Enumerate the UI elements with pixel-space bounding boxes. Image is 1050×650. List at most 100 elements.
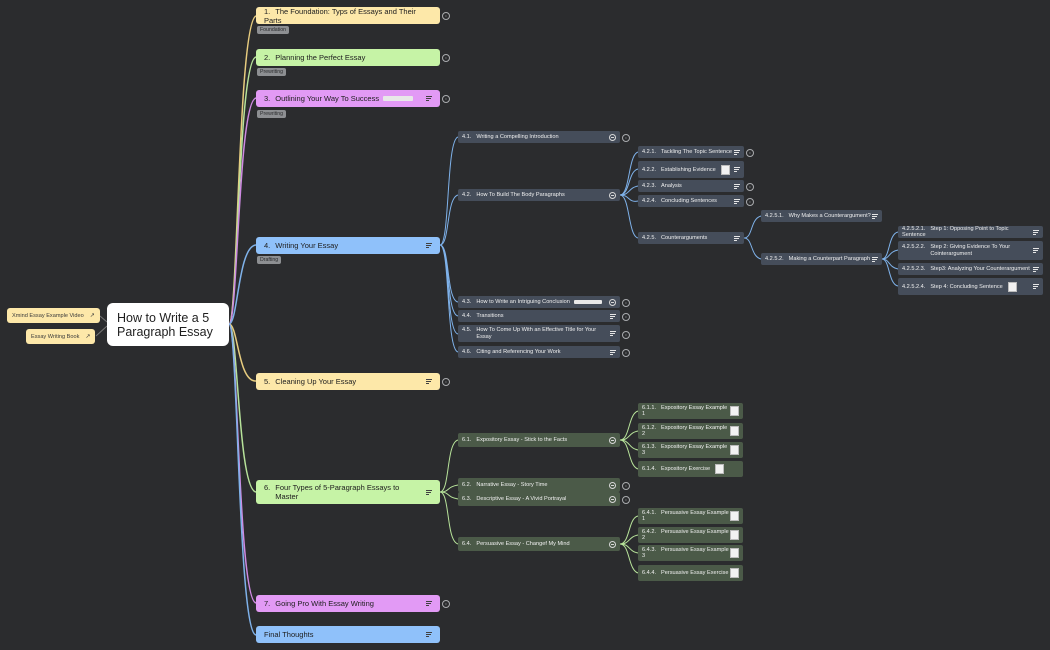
subtopic-number: 6.2. [462,482,472,488]
subtopic-4-4[interactable]: 4.4.Transitions [458,310,620,322]
collapse-icon[interactable] [609,540,616,548]
notes-icon[interactable] [734,167,740,173]
subtopic-6-1[interactable]: 6.1.Expository Essay - Stick to the Fact… [458,433,620,447]
subtopic-6-1-4[interactable]: 6.1.4.Expository Exercise [638,461,743,477]
comment-icon[interactable]: • [746,149,754,157]
topic-final[interactable]: Final Thoughts [256,626,440,643]
image-thumbnail[interactable] [715,464,725,474]
notes-icon[interactable] [1033,229,1039,235]
comment-icon[interactable]: • [746,183,754,191]
subtopic-4-2-2[interactable]: 4.2.2.Establishing Evidence [638,161,744,178]
comment-icon[interactable]: • [622,482,630,490]
subtopic-label: Making a Counterpart Paragraph [788,256,871,262]
topic-number: 2. [264,53,271,62]
collapse-icon[interactable] [609,298,616,306]
comment-icon[interactable]: • [442,54,450,62]
subtopic-6-4[interactable]: 6.4.Persuasive Essay - Changef My Mind [458,537,620,551]
subtopic-6-4-1[interactable]: 6.4.1.Persuasive Essay Example 1 [638,508,743,524]
image-thumbnail[interactable] [730,426,739,436]
comment-icon[interactable]: • [622,299,630,307]
notes-icon[interactable] [426,96,432,102]
topic-4[interactable]: 4.Writing Your Essay [256,237,440,254]
subtopic-6-1-3[interactable]: 6.1.3.Expository Essay Example 3 [638,442,743,458]
subtopic-number: 4.2.5. [642,235,656,241]
comment-icon[interactable]: • [442,378,450,386]
root-topic[interactable]: How to Write a 5 Paragraph Essay [107,303,229,346]
comment-icon[interactable]: • [442,600,450,608]
collapse-icon[interactable] [609,481,616,489]
subtopic-6-1-2[interactable]: 6.1.2.Expository Essay Example 2 [638,423,743,439]
subtopic-4-2[interactable]: 4.2.How To Build The Body Paragraphs [458,189,620,201]
image-thumbnail[interactable] [730,568,739,578]
subtopic-4-2-5[interactable]: 4.2.5.Counterarguments [638,232,744,244]
image-thumbnail[interactable] [720,164,730,175]
notes-icon[interactable] [610,331,616,337]
notes-icon[interactable] [426,379,432,385]
notes-icon[interactable] [1033,248,1039,254]
subtopic-4-2-1[interactable]: 4.2.1.Tackling The Topic Sentence [638,146,744,158]
image-thumbnail[interactable] [730,445,739,455]
subtopic-step-4[interactable]: 4.2.5.2.4.Step 4: Concluding Sentence [898,278,1043,295]
notes-icon[interactable] [1033,266,1039,272]
subtopic-6-4-3[interactable]: 6.4.3.Persuasive Essay Example 3 [638,545,743,561]
notes-icon[interactable] [610,313,616,319]
notes-icon[interactable] [426,243,432,249]
image-thumbnail[interactable] [730,406,739,416]
topic-5[interactable]: 5.Cleaning Up Your Essay [256,373,440,390]
subtopic-4-2-4[interactable]: 4.2.4.Concluding Sentences [638,195,744,207]
image-thumbnail[interactable] [730,548,739,558]
subtopic-6-1-1[interactable]: 6.1.1.Expository Essay Example 1 [638,403,743,419]
link-xmind-video[interactable]: Xmind Essay Example Video ↗ [7,308,100,323]
comment-icon[interactable]: • [622,331,630,339]
comment-icon[interactable]: • [622,313,630,321]
link-essay-book[interactable]: Essay Writing Book ↗ [26,329,96,344]
subtopic-4-1[interactable]: 4.1.Writing a Compelling Introduction [458,131,620,143]
subtopic-4-2-5-2[interactable]: 4.2.5.2.Making a Counterpart Paragraph [761,253,882,265]
subtopic-4-5[interactable]: 4.5.How To Come Up With an Effective Tit… [458,325,620,342]
notes-icon[interactable] [872,213,878,219]
collapse-icon[interactable] [609,191,616,199]
comment-icon[interactable]: • [442,12,450,20]
notes-icon[interactable] [426,489,432,495]
subtopic-step-2[interactable]: 4.2.5.2.2.Step 2: Giving Evidence To You… [898,241,1043,260]
subtopic-step-1[interactable]: 4.2.5.2.1.Step 1: Opposing Point to Topi… [898,226,1043,238]
subtopic-6-4-4[interactable]: 6.4.4.Persuasive Essay Exercise [638,565,743,581]
comment-icon[interactable]: • [622,496,630,504]
subtopic-6-3[interactable]: 6.3.Descriptive Essay - A Vivid Portraya… [458,492,620,506]
notes-icon[interactable] [426,632,432,638]
collapse-icon[interactable] [609,495,616,503]
subtopic-4-3[interactable]: 4.3.How to Write an Intriguing Conclusio… [458,296,620,308]
topic-6[interactable]: 6.Four Types of 5-Paragraph Essays to Ma… [256,480,440,504]
image-thumbnail[interactable] [1007,281,1017,292]
external-link-icon: ↗ [85,334,91,340]
notes-icon[interactable] [426,601,432,607]
image-thumbnail[interactable] [573,300,602,304]
notes-icon[interactable] [610,349,616,355]
subtopic-step-3[interactable]: 4.2.5.2.3.Step3: Analyzing Your Countera… [898,263,1043,275]
notes-icon[interactable] [734,198,740,204]
subtopic-4-2-5-1[interactable]: 4.2.5.1.Why Makes a Counterargument? [761,210,882,222]
collapse-icon[interactable] [609,133,616,141]
topic-2[interactable]: 2.Planning the Perfect Essay [256,49,440,66]
topic-3[interactable]: 3.Outlining Your Way To Success [256,90,440,107]
notes-icon[interactable] [734,235,740,241]
comment-icon[interactable]: • [622,134,630,142]
comment-icon[interactable]: • [622,349,630,357]
subtopic-6-4-2[interactable]: 6.4.2.Persuasive Essay Example 2 [638,527,743,543]
subtopic-6-2[interactable]: 6.2.Narrative Essay - Story Time [458,478,620,492]
comment-icon[interactable]: • [442,95,450,103]
subtopic-4-6[interactable]: 4.6.Citing and Referencing Your Work [458,346,620,358]
topic-7[interactable]: 7.Going Pro With Essay Writing [256,595,440,612]
image-thumbnail[interactable] [730,511,739,521]
notes-icon[interactable] [734,149,740,155]
image-thumbnail[interactable] [383,96,414,101]
comment-icon[interactable]: • [746,198,754,206]
notes-icon[interactable] [734,183,740,189]
collapse-icon[interactable] [609,436,616,444]
subtopic-4-2-3[interactable]: 4.2.3.Analysis [638,180,744,192]
notes-icon[interactable] [1033,284,1039,290]
notes-icon[interactable] [872,256,878,262]
subtopic-label: Step 1: Opposing Point to Topic Sentence [902,226,1009,238]
topic-1[interactable]: 1.The Foundation: Typs of Essays and The… [256,7,440,25]
image-thumbnail[interactable] [730,530,739,540]
